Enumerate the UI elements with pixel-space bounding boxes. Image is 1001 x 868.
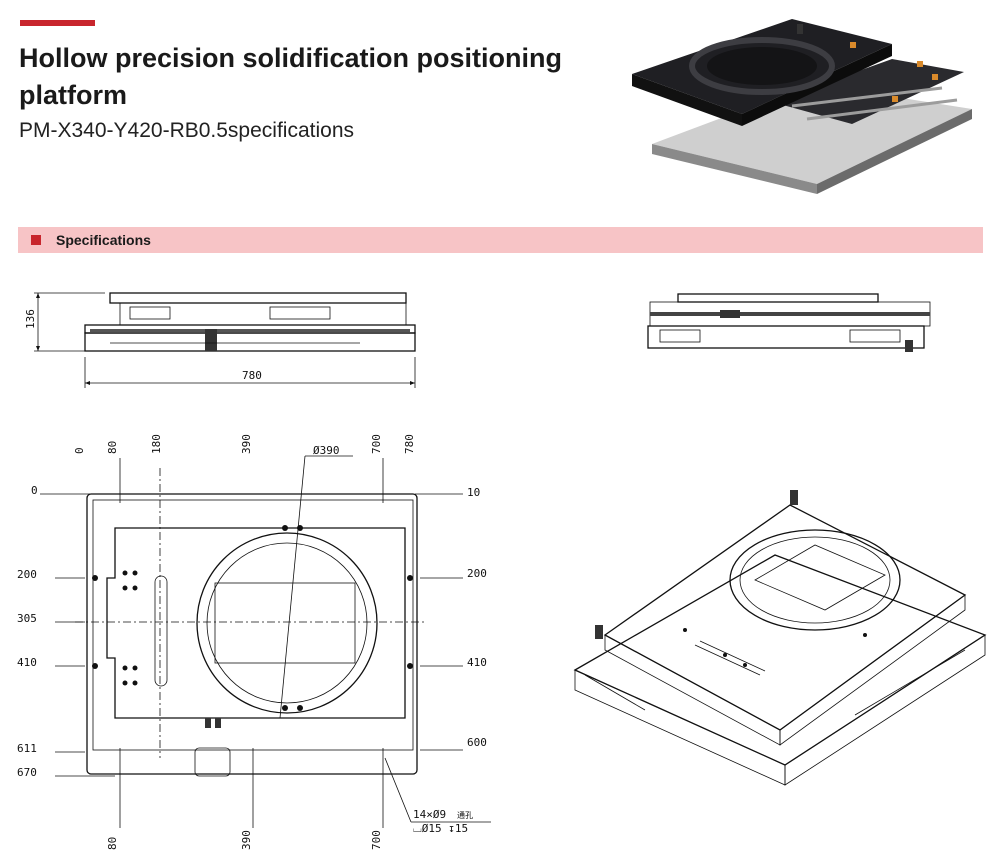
page-title: Hollow precision solidification position… (19, 43, 563, 110)
right-dim-1: 200 (467, 567, 487, 580)
top-view-drawing: 0 80 180 390 700 780 Ø390 0 200 305 410 … (17, 434, 491, 850)
width-dim: 780 (242, 369, 262, 382)
accent-bar (20, 20, 95, 26)
section-header: Specifications (18, 227, 983, 253)
left-dim-5: 670 (17, 766, 37, 779)
side-view-drawing (647, 293, 931, 352)
height-dim: 136 (24, 309, 37, 329)
right-dim-2: 410 (467, 656, 487, 669)
top-dim-4: 700 (370, 434, 383, 454)
top-dim-1: 80 (106, 441, 119, 454)
bottom-dim-0: 80 (106, 837, 119, 850)
left-dim-3: 410 (17, 656, 37, 669)
right-dim-0: 10 (467, 486, 480, 499)
hole-note-1: 14×Ø9 (413, 808, 446, 821)
product-photo (632, 19, 972, 194)
top-dim-0: 0 (73, 447, 86, 454)
page-subtitle: PM-X340-Y420-RB0.5specifications (19, 119, 354, 142)
top-dim-2: 180 (150, 434, 163, 454)
left-dim-4: 611 (17, 742, 37, 755)
right-dim-3: 600 (467, 736, 487, 749)
hole-note-2: ⌴Ø15 ↧15 (413, 822, 468, 835)
hole-note-cn: 通孔 (457, 810, 473, 820)
bottom-dim-2: 700 (370, 830, 383, 850)
front-view-drawing: 136 780 (24, 292, 416, 388)
isometric-drawing (573, 490, 987, 786)
bottom-dim-1: 390 (240, 830, 253, 850)
left-dim-0: 0 (31, 484, 38, 497)
left-dim-2: 305 (17, 612, 37, 625)
section-label: Specifications (56, 232, 151, 248)
diameter-label: Ø390 (313, 444, 340, 457)
top-dim-3: 390 (240, 434, 253, 454)
section-marker (31, 235, 41, 245)
top-dim-5: 780 (403, 434, 416, 454)
left-dim-1: 200 (17, 568, 37, 581)
